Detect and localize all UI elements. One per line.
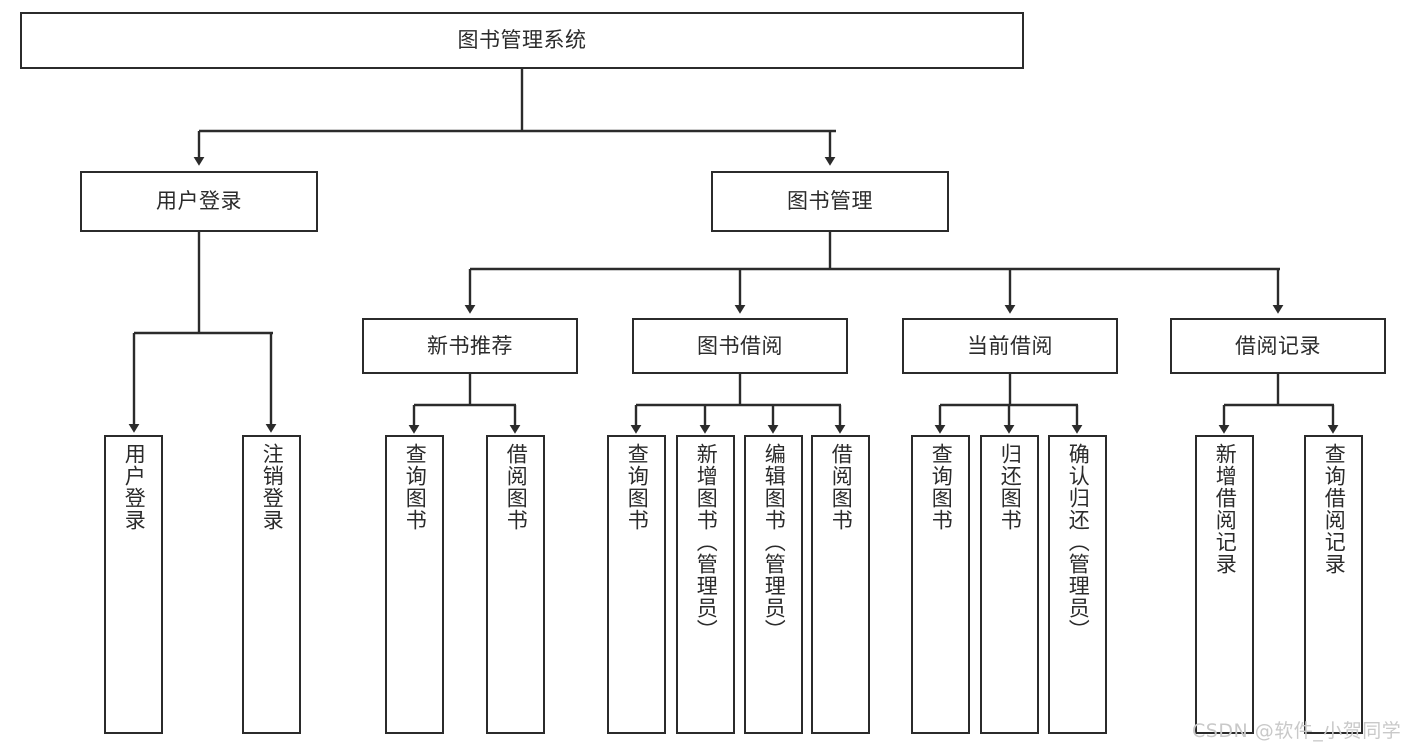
leaf-add-book[interactable]: 新增图书（管理员） xyxy=(676,435,735,734)
leaf-confirm-return[interactable]: 确认归还（管理员） xyxy=(1048,435,1107,734)
leaf-borrow-book-a-label: 借阅图书 xyxy=(504,443,529,531)
leaf-logout[interactable]: 注销登录 xyxy=(242,435,301,734)
node-book-borrow-label: 图书借阅 xyxy=(697,333,783,358)
leaf-edit-book[interactable]: 编辑图书（管理员） xyxy=(744,435,803,734)
node-current-borrow-label: 当前借阅 xyxy=(967,333,1053,358)
leaf-user-login-label: 用户登录 xyxy=(122,443,147,531)
node-current-borrow[interactable]: 当前借阅 xyxy=(902,318,1118,374)
leaf-query-book-a-label: 查询图书 xyxy=(403,443,428,531)
node-book-manage[interactable]: 图书管理 xyxy=(711,171,949,232)
node-root[interactable]: 图书管理系统 xyxy=(20,12,1024,69)
node-new-book-recommend-label: 新书推荐 xyxy=(427,333,513,358)
leaf-edit-book-label: 编辑图书（管理员） xyxy=(762,443,787,641)
leaf-query-book-a[interactable]: 查询图书 xyxy=(385,435,444,734)
leaf-query-borrow-record[interactable]: 查询借阅记录 xyxy=(1304,435,1363,734)
leaf-return-book-label: 归还图书 xyxy=(998,443,1023,531)
node-user-login-label: 用户登录 xyxy=(156,189,242,214)
node-book-manage-label: 图书管理 xyxy=(787,189,873,214)
node-user-login[interactable]: 用户登录 xyxy=(80,171,318,232)
node-borrow-record[interactable]: 借阅记录 xyxy=(1170,318,1386,374)
node-borrow-record-label: 借阅记录 xyxy=(1235,333,1321,358)
node-new-book-recommend[interactable]: 新书推荐 xyxy=(362,318,578,374)
leaf-add-book-label: 新增图书（管理员） xyxy=(694,443,719,641)
csdn-watermark: CSDN @软件_小贺同学 xyxy=(1192,720,1402,742)
leaf-borrow-book-b-label: 借阅图书 xyxy=(829,443,854,531)
leaf-add-borrow-record-label: 新增借阅记录 xyxy=(1213,443,1238,575)
leaf-borrow-book-b[interactable]: 借阅图书 xyxy=(811,435,870,734)
leaf-query-book-c-label: 查询图书 xyxy=(929,443,954,531)
leaf-query-book-b-label: 查询图书 xyxy=(625,443,650,531)
leaf-query-book-b[interactable]: 查询图书 xyxy=(607,435,666,734)
node-root-label: 图书管理系统 xyxy=(457,28,587,53)
leaf-confirm-return-label: 确认归还（管理员） xyxy=(1066,443,1091,641)
leaf-borrow-book-a[interactable]: 借阅图书 xyxy=(486,435,545,734)
leaf-query-book-c[interactable]: 查询图书 xyxy=(911,435,970,734)
leaf-logout-label: 注销登录 xyxy=(260,443,285,531)
node-book-borrow[interactable]: 图书借阅 xyxy=(632,318,848,374)
leaf-return-book[interactable]: 归还图书 xyxy=(980,435,1039,734)
leaf-user-login[interactable]: 用户登录 xyxy=(104,435,163,734)
leaf-add-borrow-record[interactable]: 新增借阅记录 xyxy=(1195,435,1254,734)
leaf-query-borrow-record-label: 查询借阅记录 xyxy=(1322,443,1347,575)
